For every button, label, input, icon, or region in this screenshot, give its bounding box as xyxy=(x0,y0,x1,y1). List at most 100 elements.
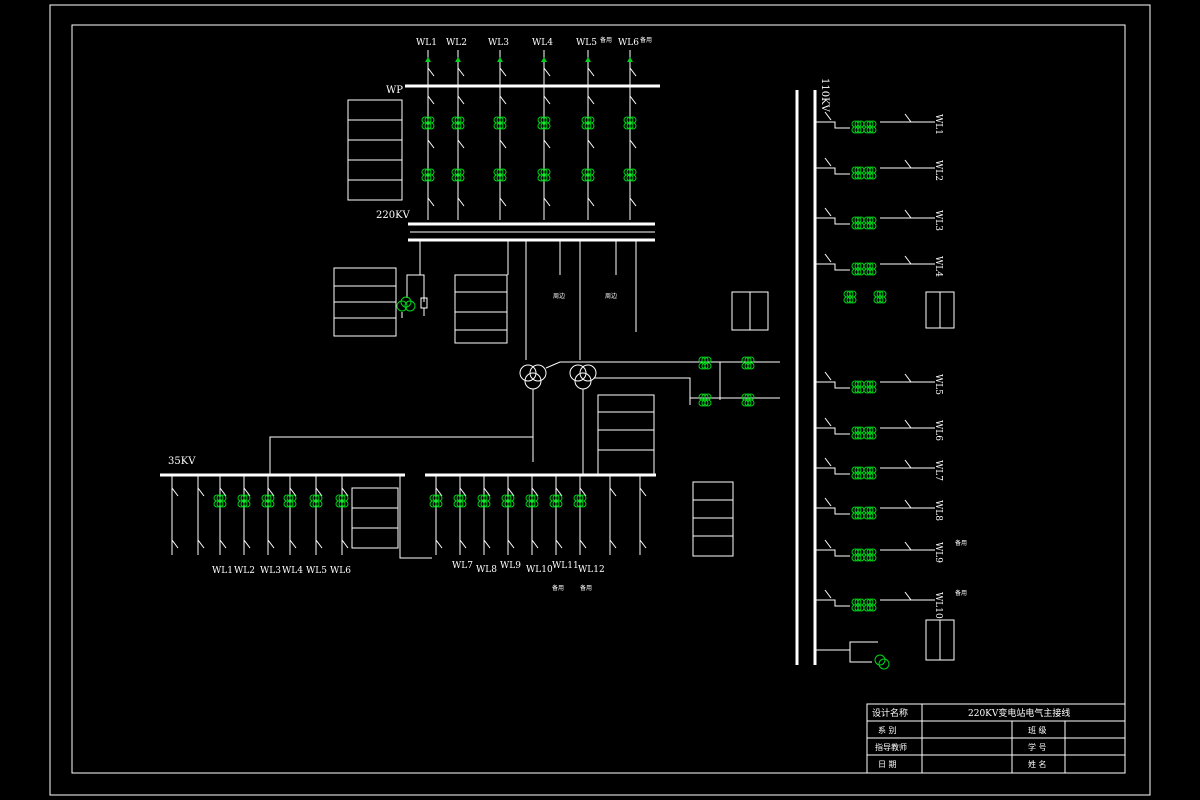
current-transformer xyxy=(851,166,865,180)
feeder-110kv-label: WL1 xyxy=(933,114,943,135)
switch-blade xyxy=(587,95,595,105)
switch-blade xyxy=(499,197,507,207)
top-feeder: WL4 xyxy=(532,38,553,220)
tb-drawing-title: 220KV变电站电气主接线 xyxy=(968,707,1070,719)
switch-blade xyxy=(507,487,515,497)
switch-blade xyxy=(609,487,617,497)
current-transformer xyxy=(863,598,877,612)
title-block: 设计名称 220KV变电站电气主接线 系 别 班 级 指导教师 学 号 日 期 … xyxy=(866,703,1126,774)
feeder-110kv-label: WL7 xyxy=(933,460,943,481)
switch-blade xyxy=(427,197,435,207)
current-transformer xyxy=(851,506,865,520)
current-transformer xyxy=(537,168,551,182)
feeder-110kv: WL4 xyxy=(815,253,943,277)
switch-blade xyxy=(587,139,595,149)
switch-blade xyxy=(579,539,587,549)
current-transformer xyxy=(863,506,877,520)
current-transformer xyxy=(421,116,435,130)
feeder-35kv-right xyxy=(429,475,443,555)
feeder-110kv: WL2 xyxy=(815,157,943,181)
switch-blade xyxy=(427,139,435,149)
switch-blade xyxy=(457,197,465,207)
current-transformer xyxy=(851,548,865,562)
feeder-35kv-left xyxy=(309,475,323,555)
feeder-35kv-right-label: WL12 xyxy=(578,565,605,575)
feeder-35kv-left xyxy=(237,475,251,555)
switch-blade xyxy=(629,197,637,207)
switch-blade xyxy=(543,139,551,149)
bus-110kv: 110KV xyxy=(795,78,830,665)
switch-blade xyxy=(427,67,435,77)
switch-blade xyxy=(459,539,467,549)
switch-blade xyxy=(267,539,275,549)
switch-blade xyxy=(289,539,297,549)
switch-blade xyxy=(499,95,507,105)
top-feeder-label: WL2 xyxy=(446,38,467,48)
wl5-note: 备用 xyxy=(600,36,612,44)
tb-design-name-label: 设计名称 xyxy=(872,707,908,719)
switch-blade xyxy=(341,539,349,549)
current-transformer xyxy=(493,168,507,182)
current-transformer xyxy=(851,426,865,440)
top-feeder: WL1 xyxy=(416,38,437,220)
top-feeder: WL3 xyxy=(488,38,509,220)
switch-blade xyxy=(587,67,595,77)
main-transformer-1 xyxy=(519,364,547,462)
switch-blade xyxy=(315,487,323,497)
switch-blade xyxy=(457,95,465,105)
bus-220kv: 220KV xyxy=(376,210,655,242)
current-transformer xyxy=(741,393,755,407)
feeder-35kv-right xyxy=(639,475,647,555)
feeder-110kv-label: WL8 xyxy=(933,500,943,521)
switch-blade xyxy=(904,499,912,509)
switch-blade xyxy=(824,589,832,599)
switch-blade xyxy=(629,95,637,105)
tb-date-label: 日 期 xyxy=(878,760,897,769)
feeder-110kv-label: WL4 xyxy=(933,256,943,277)
switch-blade xyxy=(579,487,587,497)
switch-blade xyxy=(435,539,443,549)
current-transformer xyxy=(261,494,275,508)
switch-blade xyxy=(904,591,912,601)
current-transformer xyxy=(863,380,877,394)
switch-blade xyxy=(243,539,251,549)
feeder-110kv-label: WL9 xyxy=(933,542,943,563)
top-feeder-label: WL6 xyxy=(618,38,639,48)
tb-name-label: 姓 名 xyxy=(1028,759,1047,769)
switch-blade xyxy=(197,539,205,549)
feeder-110kv: WL7 xyxy=(815,457,943,481)
current-transformer xyxy=(453,494,467,508)
current-transformer xyxy=(525,494,539,508)
feeder-35kv-left-label: WL1 xyxy=(212,566,233,576)
feeder-110kv-label: WL5 xyxy=(933,374,943,395)
current-transformer xyxy=(873,290,887,304)
current-transformer xyxy=(698,356,712,370)
top-feeder: WL5 xyxy=(576,38,597,220)
current-transformer xyxy=(429,494,443,508)
current-transformer xyxy=(851,380,865,394)
wl6-note: 备用 xyxy=(640,36,652,44)
feeder-35kv-right xyxy=(609,475,617,555)
tb-advisor-label: 指导教师 xyxy=(875,742,907,752)
feeder-35kv-left xyxy=(335,475,349,555)
current-transformer xyxy=(698,393,712,407)
current-transformer xyxy=(851,262,865,276)
switch-blade xyxy=(904,459,912,469)
switch-blade xyxy=(315,539,323,549)
current-transformer xyxy=(537,116,551,130)
top-feeder: WL2 xyxy=(446,38,467,220)
tb-class-label: 班 级 xyxy=(1028,725,1047,735)
switch-blade xyxy=(824,417,832,427)
current-transformer xyxy=(741,356,755,370)
current-transformer xyxy=(863,120,877,134)
feeder-35kv-right xyxy=(501,475,515,555)
tb-student-id-label: 学 号 xyxy=(1028,742,1047,752)
main-transformer-2 xyxy=(569,364,597,475)
svg-text:周边: 周边 xyxy=(605,292,617,300)
switch-blade xyxy=(904,373,912,383)
inner-frame xyxy=(71,24,1126,774)
switch-blade xyxy=(289,487,297,497)
switch-blade xyxy=(609,539,617,549)
feeder-35kv-right-label: WL8 xyxy=(476,565,497,575)
